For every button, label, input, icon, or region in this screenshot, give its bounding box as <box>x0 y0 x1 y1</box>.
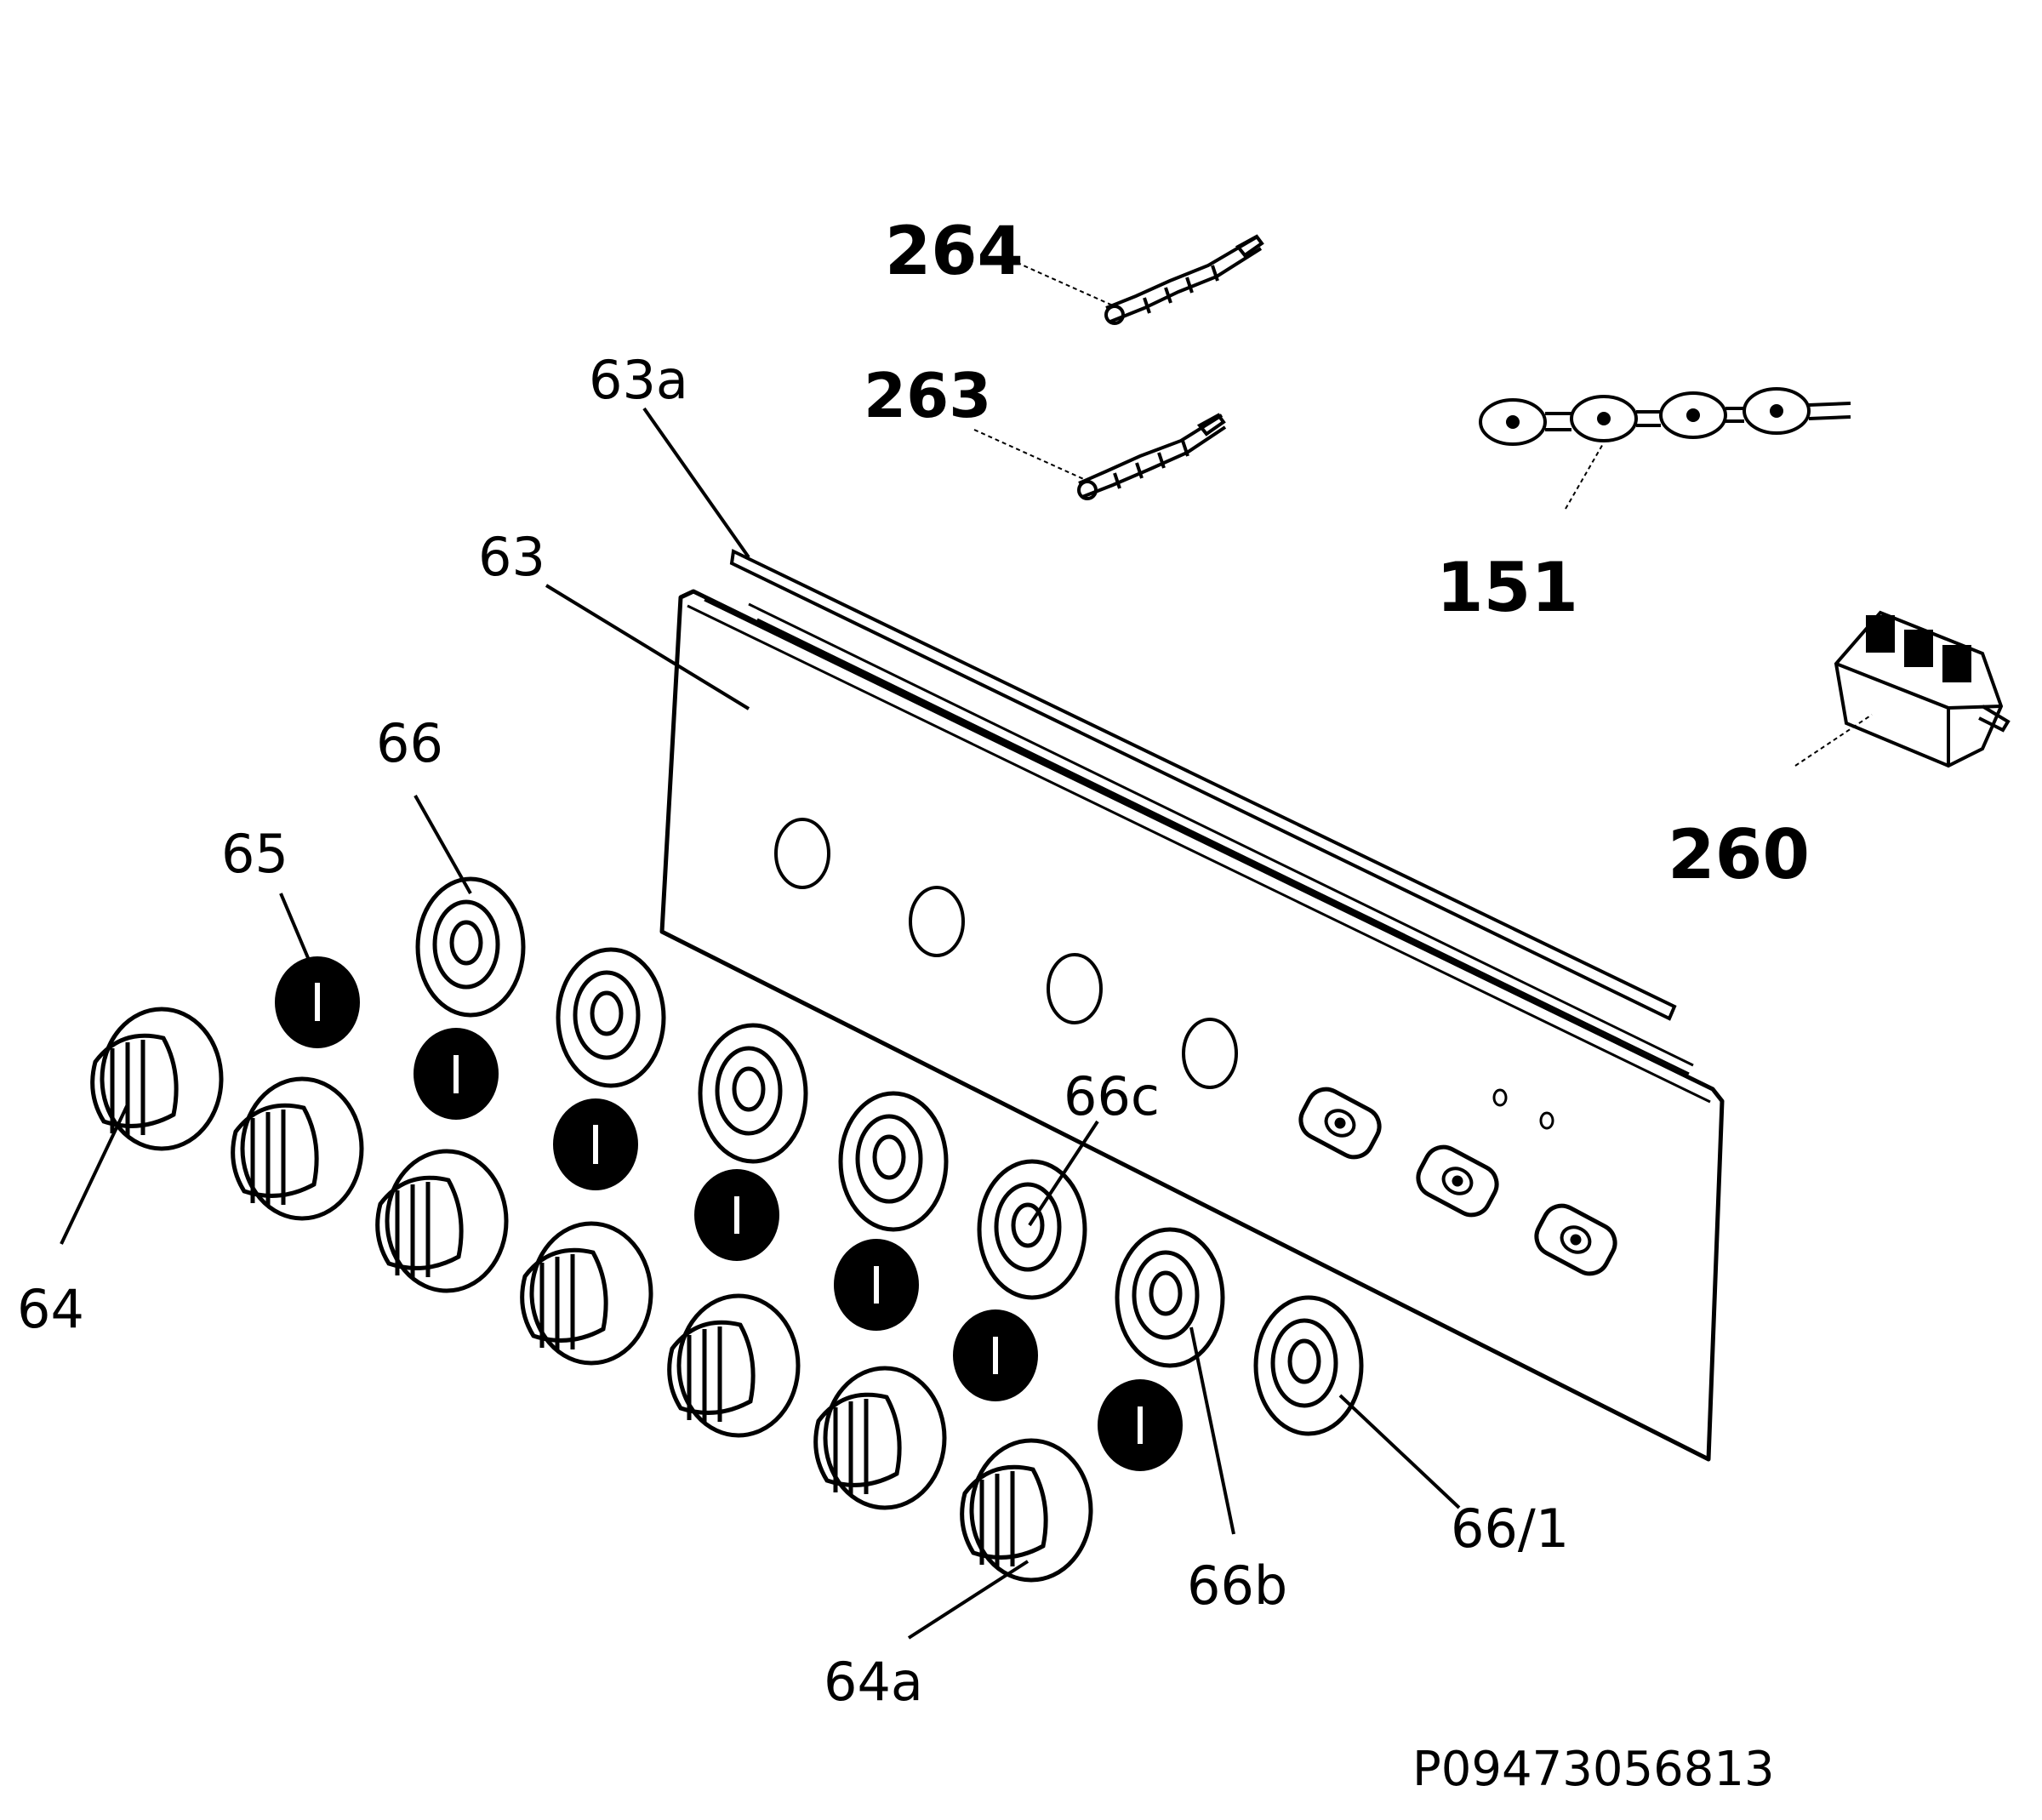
leader-260 <box>1794 714 1873 767</box>
label-151: 151 <box>1436 548 1578 627</box>
panel-switch <box>1298 1087 1382 1160</box>
knob-spacers <box>275 956 1183 1471</box>
leader-63 <box>545 584 750 710</box>
seal-ring-66b <box>1115 1227 1225 1368</box>
label-65: 65 <box>221 823 288 885</box>
leader-151 <box>1565 442 1605 510</box>
leader-lines <box>60 259 1873 1640</box>
label-264: 264 <box>885 214 1024 290</box>
leader-63a <box>642 407 750 559</box>
knob <box>375 1149 509 1293</box>
label-66b: 66b <box>1187 1555 1287 1617</box>
ignition-part-264 <box>1104 234 1264 325</box>
knob <box>231 1076 364 1221</box>
panel-hole <box>1047 953 1103 1024</box>
leader-66 <box>414 795 472 894</box>
seal-ring <box>556 947 666 1088</box>
control-panel-63 <box>659 589 1725 1462</box>
leader-64 <box>60 1104 129 1245</box>
seal-ring <box>415 876 526 1018</box>
knob-seals <box>415 876 1364 1436</box>
label-63a: 63a <box>589 349 688 411</box>
knob <box>667 1293 801 1438</box>
knob-64 <box>90 1007 224 1151</box>
label-64: 64 <box>17 1278 84 1340</box>
panel-screw-hole <box>1539 1111 1554 1130</box>
label-63: 63 <box>478 526 545 588</box>
seal-ring-66c <box>977 1159 1087 1300</box>
label-66c: 66c <box>1064 1065 1160 1127</box>
switch-260 <box>1834 610 2011 768</box>
panel-hole <box>774 818 830 889</box>
seal-ring <box>838 1091 949 1232</box>
leader-264 <box>1009 259 1115 307</box>
label-64a: 64a <box>824 1651 923 1713</box>
leader-66-1 <box>1338 1394 1461 1509</box>
panel-switch <box>1534 1203 1617 1276</box>
leader-263 <box>973 429 1088 482</box>
leader-64a <box>907 1560 1030 1640</box>
panel-screw-hole <box>1492 1088 1508 1107</box>
ignition-part-263 <box>1077 413 1227 500</box>
leader-65 <box>279 893 315 971</box>
seal-ring-66-1 <box>1253 1295 1364 1436</box>
panel-switch <box>1416 1144 1499 1218</box>
leader-66b <box>1189 1326 1235 1535</box>
drawing-code: P09473056813 <box>1412 1742 1775 1797</box>
panel-hole <box>909 886 965 957</box>
panel-hole <box>1182 1018 1238 1089</box>
ignition-rail-151 <box>1479 387 1851 446</box>
label-66-1: 66/1 <box>1451 1498 1569 1560</box>
seal-ring <box>698 1023 808 1164</box>
control-knobs <box>90 1007 1093 1583</box>
knob-64a <box>960 1438 1093 1583</box>
callout-labels: 264 263 63a 151 63 260 66 65 66c 64 66/1… <box>17 214 1810 1797</box>
label-66: 66 <box>376 712 443 774</box>
label-263: 263 <box>864 360 991 431</box>
knob <box>813 1366 947 1510</box>
label-260: 260 <box>1668 815 1810 894</box>
leader-66c <box>1028 1120 1099 1227</box>
knob <box>520 1221 653 1366</box>
trim-strip-63a <box>729 549 1677 1021</box>
